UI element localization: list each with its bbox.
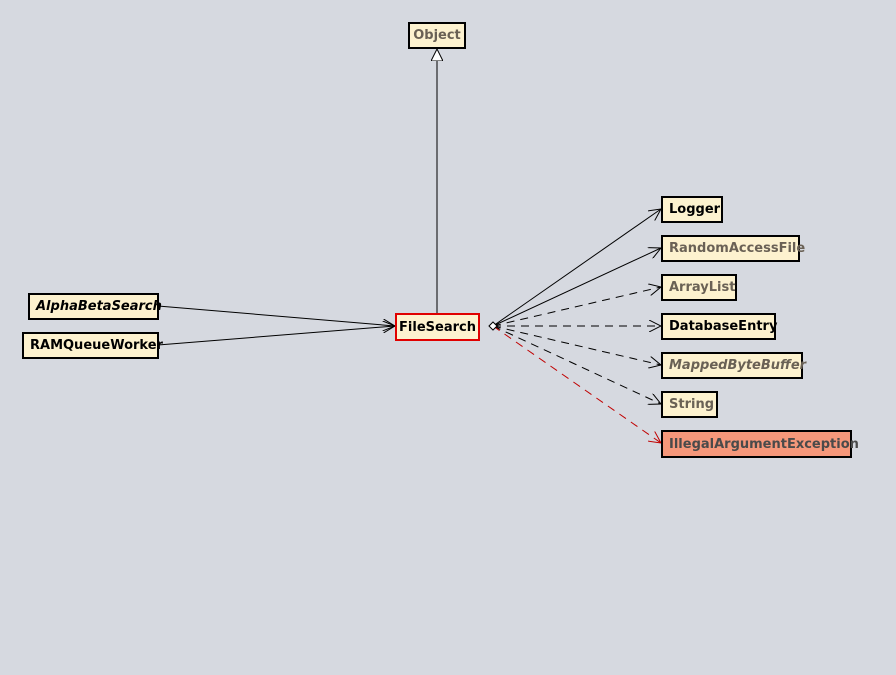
class-node-filesearch[interactable]: FileSearch (395, 313, 480, 341)
class-node-logger[interactable]: Logger (661, 196, 723, 223)
aggregation-diamond (488, 321, 498, 331)
class-node-alphabetasearch[interactable]: AlphaBetaSearch (28, 293, 162, 320)
edge-filesearch-logger (492, 209, 661, 327)
class-node-string[interactable]: String (661, 391, 718, 418)
edge-filesearch-string (492, 325, 661, 404)
class-node-object[interactable]: Object (408, 22, 466, 49)
class-node-arraylist[interactable]: ArrayList (661, 274, 737, 301)
edge-filesearch-illegalargumentexception (492, 325, 661, 443)
class-node-mappedbytebuffer[interactable]: MappedByteBuffer (661, 352, 806, 379)
class-node-illegalargumentexception[interactable]: IllegalArgumentException (661, 430, 859, 458)
edge-filesearch-randomaccessfile (492, 248, 661, 327)
edge-filesearch-arraylist (492, 287, 661, 327)
edge-alphabetasearch-filesearch (157, 305, 395, 326)
class-node-databaseentry[interactable]: DatabaseEntry (661, 313, 777, 340)
class-node-randomaccessfile[interactable]: RandomAccessFile (661, 235, 805, 262)
edge-ramqueueworker-filesearch (157, 326, 395, 346)
edge-filesearch-mappedbytebuffer (492, 325, 661, 365)
class-node-ramqueueworker[interactable]: RAMQueueWorker (22, 332, 163, 359)
